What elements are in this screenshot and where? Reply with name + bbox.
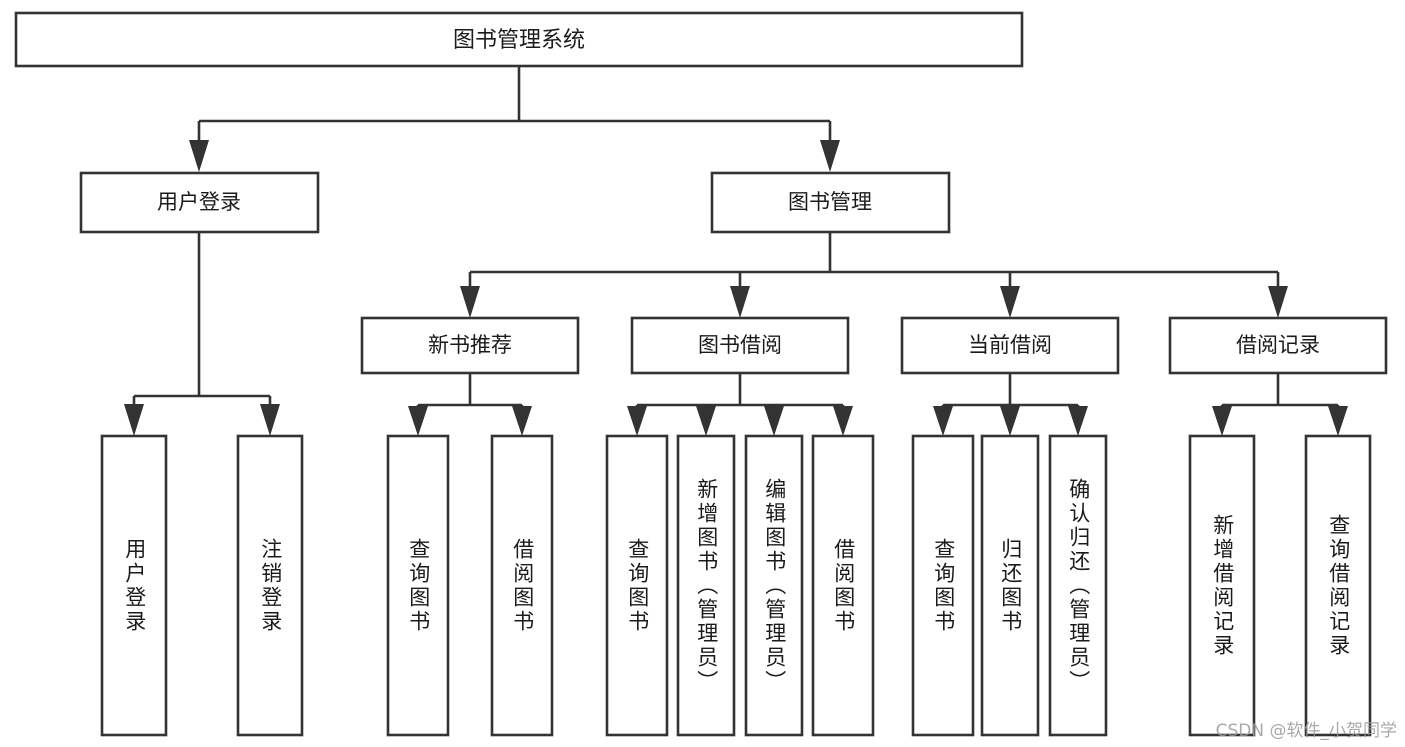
arrowhead-leaf-new-book-1 bbox=[512, 406, 532, 436]
arrowhead-leaf-borrow-record-1 bbox=[1328, 406, 1348, 436]
leaf-new-book-1-box[interactable] bbox=[490, 434, 554, 737]
arrowhead-new-book bbox=[460, 286, 480, 318]
arrowhead-leaf-book-borrow-0 bbox=[627, 406, 647, 436]
node-book-manage-box[interactable] bbox=[710, 171, 951, 234]
leaf-current-borrow-0-box[interactable] bbox=[911, 434, 975, 737]
arrowhead-leaf-book-borrow-2 bbox=[764, 406, 784, 436]
arrowhead-leaf-book-borrow-1 bbox=[696, 406, 716, 436]
node-borrow-record-label: 借阅记录 bbox=[1236, 333, 1320, 357]
arrowhead-leaf-user-login-1 bbox=[260, 404, 280, 436]
leaf-current-borrow-1-box[interactable] bbox=[980, 434, 1040, 737]
leaf-borrow-record-1-box[interactable] bbox=[1304, 434, 1372, 737]
arrowhead-user-login bbox=[189, 140, 209, 172]
node-new-book-label: 新书推荐 bbox=[428, 333, 512, 357]
node-current-borrow-box[interactable] bbox=[900, 316, 1120, 375]
arrowhead-leaf-current-borrow-2 bbox=[1068, 406, 1088, 436]
leaf-new-book-0-box[interactable] bbox=[386, 434, 450, 737]
arrowhead-book-manage bbox=[820, 140, 840, 172]
leaf-user-login-1-box[interactable] bbox=[236, 434, 304, 737]
node-book-manage-label: 图书管理 bbox=[788, 190, 872, 214]
connectors-group bbox=[124, 66, 1348, 436]
node-current-borrow-label: 当前借阅 bbox=[968, 333, 1052, 357]
leaf-user-login-0-box[interactable] bbox=[100, 434, 168, 737]
leaf-book-borrow-2-box[interactable] bbox=[744, 434, 804, 737]
node-book-borrow-box[interactable] bbox=[630, 316, 850, 375]
arrowhead-leaf-new-book-0 bbox=[408, 406, 428, 436]
leaf-book-borrow-1-box[interactable] bbox=[676, 434, 736, 737]
node-book-borrow-label: 图书借阅 bbox=[698, 333, 782, 357]
leaf-book-borrow-3-box[interactable] bbox=[811, 434, 875, 737]
arrowhead-leaf-user-login-0 bbox=[124, 404, 144, 436]
node-new-book-box[interactable] bbox=[360, 316, 580, 375]
nodes-group: 图书管理系统 用户登录 图书管理 新书推荐 图书借阅 当前借阅 借阅记录 bbox=[14, 11, 1388, 737]
arrowhead-leaf-current-borrow-1 bbox=[1000, 406, 1020, 436]
node-borrow-record-box[interactable] bbox=[1168, 316, 1388, 375]
node-user-login-box[interactable] bbox=[79, 171, 320, 234]
node-root-box[interactable] bbox=[14, 11, 1024, 68]
csdn-watermark: CSDN @软件_小贺同学 bbox=[1215, 721, 1397, 741]
node-user-login-label: 用户登录 bbox=[157, 190, 241, 214]
leaf-current-borrow-2-box[interactable] bbox=[1048, 434, 1108, 737]
leaf-borrow-record-0-box[interactable] bbox=[1188, 434, 1256, 737]
arrowhead-leaf-book-borrow-3 bbox=[833, 406, 853, 436]
arrowhead-leaf-borrow-record-0 bbox=[1212, 406, 1232, 436]
arrowhead-book-borrow bbox=[730, 286, 750, 318]
arrowhead-current-borrow bbox=[1000, 286, 1020, 318]
arrowhead-leaf-current-borrow-0 bbox=[933, 406, 953, 436]
node-root-label: 图书管理系统 bbox=[453, 28, 585, 53]
leaf-book-borrow-0-box[interactable] bbox=[605, 434, 669, 737]
arrowhead-borrow-record bbox=[1268, 286, 1288, 318]
